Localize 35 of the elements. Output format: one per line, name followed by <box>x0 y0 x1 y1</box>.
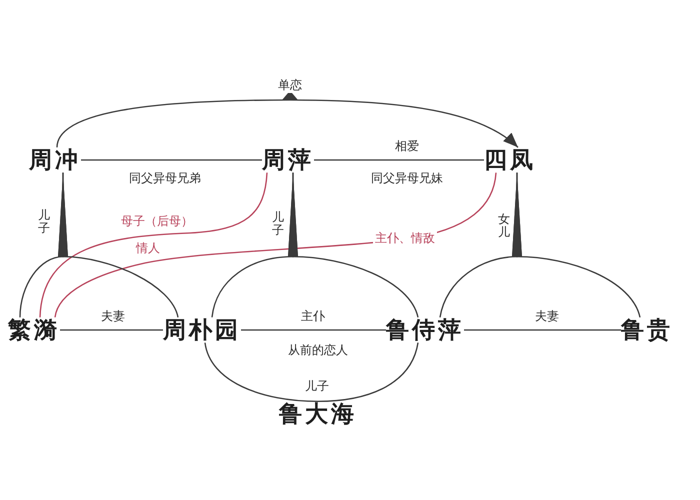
relation-label: 单恋 <box>278 78 302 92</box>
relation-label: 主仆 <box>301 308 325 324</box>
character-name: 鲁贵 <box>621 317 673 343</box>
character-name: 鲁侍萍 <box>386 317 464 343</box>
relation-line <box>314 159 484 161</box>
character-name: 周萍 <box>262 147 314 173</box>
descent-line <box>58 172 179 318</box>
arrow <box>56 93 518 148</box>
relation-line <box>464 329 621 331</box>
relation-label: 同父异母兄妹 <box>371 170 443 186</box>
descent-line <box>512 172 641 318</box>
kinship-label: 儿子 <box>272 210 284 238</box>
relation-label: 从前的恋人 <box>288 342 348 358</box>
descent-line <box>288 172 419 318</box>
relation-line <box>81 159 262 161</box>
kinship-label: 儿子 <box>38 208 50 236</box>
relation-label: 儿子 <box>305 378 329 394</box>
character-name: 周冲 <box>29 147 81 173</box>
relation-label: 母子（后母） <box>121 214 193 228</box>
relation-label: 情人 <box>136 240 160 256</box>
character-name: 周朴园 <box>163 317 241 343</box>
relation-label: 主仆、情敌 <box>373 230 437 246</box>
relation-line <box>60 329 163 331</box>
character-name: 四凤 <box>484 147 536 173</box>
character-name: 繁漪 <box>8 317 60 343</box>
relation-curve <box>39 172 268 318</box>
descent-arc <box>318 342 419 402</box>
character-name: 鲁大海 <box>279 401 357 427</box>
relation-label: 夫妻 <box>535 308 559 324</box>
descent-arc <box>204 342 318 402</box>
relation-label: 夫妻 <box>101 308 125 324</box>
relation-label: 相爱 <box>395 138 419 154</box>
kinship-label: 女儿 <box>498 212 510 240</box>
relation-label: 同父异母兄弟 <box>129 170 201 186</box>
relation-line <box>241 329 386 331</box>
